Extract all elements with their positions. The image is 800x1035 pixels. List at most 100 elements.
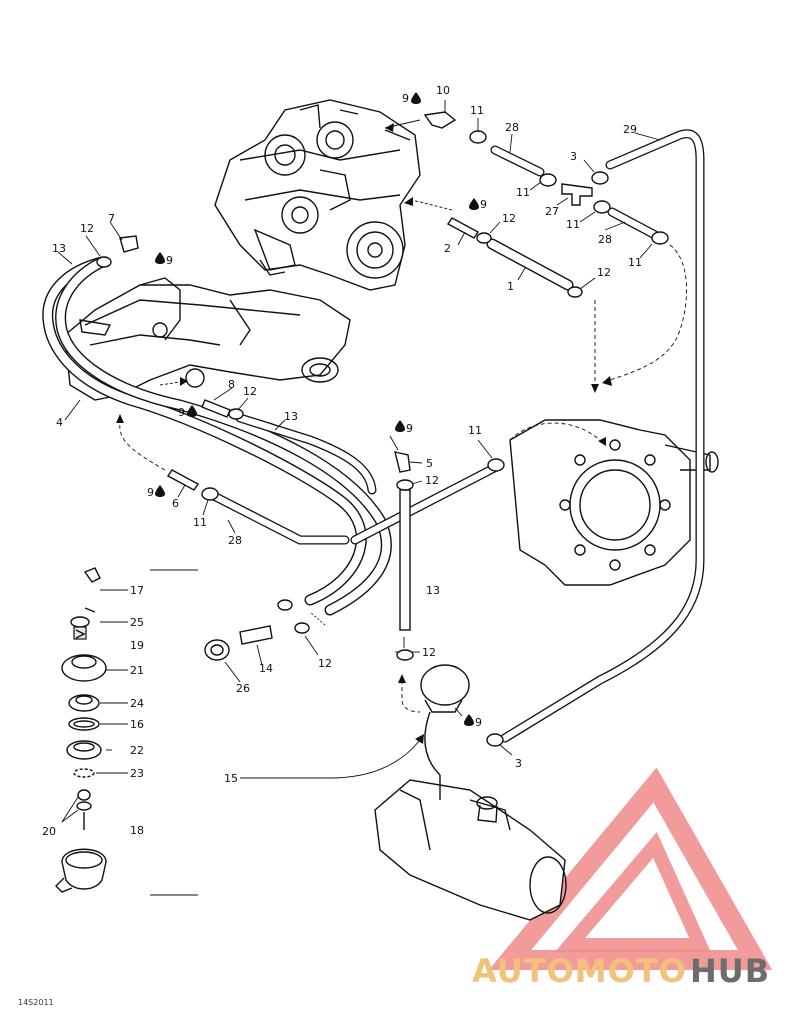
fitting-8 [201,399,231,418]
exhaust-manifold [64,277,351,401]
callout-6: 6 [172,497,179,510]
callout-10: 10 [436,84,450,97]
callout-12: 12 [243,385,257,398]
callout-19: 19 [130,639,144,652]
clamp-11-tee [593,200,611,214]
diagram-code: 14S2011 [18,998,54,1007]
callout-12: 12 [597,266,611,279]
callout-labels: 1 2 3 3 4 5 6 7 8 9 9 9 9 9 9 9 10 11 11… [42,84,642,838]
hoses [42,129,705,743]
callout-28: 28 [228,534,242,547]
callout-3: 3 [515,757,522,770]
fitting-14 [239,625,273,645]
callout-11: 11 [470,104,484,117]
callout-27: 27 [545,205,559,218]
callout-14: 14 [259,662,273,675]
clamp-12-bottom-b [294,622,310,634]
callout-11: 11 [566,218,580,231]
callout-25: 25 [130,616,144,629]
clamp-12-lower [396,649,414,661]
fitting-6 [166,469,200,491]
callout-11: 11 [468,424,482,437]
callout-12: 12 [80,222,94,235]
fitting-7 [119,235,139,253]
callout-12: 12 [422,646,436,659]
clamp-11-flange [487,458,505,472]
callout-9: 9 [147,486,154,499]
tuned-pipe-flange [509,419,719,586]
callout-11: 11 [193,516,207,529]
callout-28: 28 [505,121,519,134]
fitting-2 [446,217,480,239]
clamp-12-hose1 [567,286,583,298]
callout-7: 7 [108,212,115,225]
callout-21: 21 [130,664,144,677]
callout-28: 28 [598,233,612,246]
engine-block [214,99,421,291]
callout-23: 23 [130,767,144,780]
clamp-11-fitting6 [201,487,219,501]
callout-15: 15 [224,772,238,785]
callout-18: 18 [130,824,144,837]
clamp-12-fitting8 [228,408,244,420]
flange-bolt-holes [559,439,671,571]
clamp-11-top [469,130,487,144]
leader-lines [57,100,688,896]
callout-1: 1 [507,280,514,293]
clamp-3-bottom [486,733,504,747]
callout-11: 11 [628,256,642,269]
callout-16: 16 [130,718,144,731]
callout-29: 29 [623,123,637,136]
drop-icon [187,405,197,417]
elbow-5 [394,451,411,473]
callout-4: 4 [56,416,63,429]
watermark-triangle-inner [554,832,711,952]
drop-icon [464,714,474,726]
callout-2: 2 [444,242,451,255]
callout-8: 8 [228,378,235,391]
callout-3: 3 [570,150,577,163]
callout-12: 12 [502,212,516,225]
callout-13: 13 [284,410,298,423]
clamp-11-mid [539,173,557,187]
watermark-word-hub: HUB [690,952,770,990]
drop-icon [469,198,479,210]
callout-5: 5 [426,457,433,470]
coolant-reservoir [420,664,470,706]
callout-12: 12 [318,657,332,670]
clamp-12-upper [476,232,492,244]
drop-icon [155,252,165,264]
callout-9: 9 [406,422,413,435]
waterbox-muffler [374,775,567,921]
callout-9: 9 [166,254,173,267]
callout-13: 13 [426,584,440,597]
callout-20: 20 [42,825,56,838]
tee-fitting-27 [561,183,593,206]
callout-13: 13 [52,242,66,255]
callout-22: 22 [130,744,144,757]
callout-9: 9 [402,92,409,105]
drop-icon [411,92,421,104]
watermark-logo: AUTOMOTO HUB [472,767,773,990]
thermostat-exploded-view [55,567,107,893]
fittings [96,111,669,776]
watermark-triangle [488,767,773,970]
callout-9: 9 [475,716,482,729]
callout-24: 24 [130,697,144,710]
plug-26 [204,639,230,661]
clamp-12-elbow5 [396,479,414,491]
callout-9: 9 [480,198,487,211]
drop-icon [395,420,405,432]
watermark-word-automoto: AUTOMOTO [472,952,687,990]
clamp-3-top [591,171,609,185]
callout-26: 26 [236,682,250,695]
callout-17: 17 [130,584,144,597]
callout-12: 12 [425,474,439,487]
clamp-12-left [96,256,112,268]
clamp-12-bottom-a [277,599,293,611]
callout-11: 11 [516,186,530,199]
clamp-11-right [651,231,669,245]
drop-icon [155,485,165,497]
drop-symbols [155,92,479,726]
